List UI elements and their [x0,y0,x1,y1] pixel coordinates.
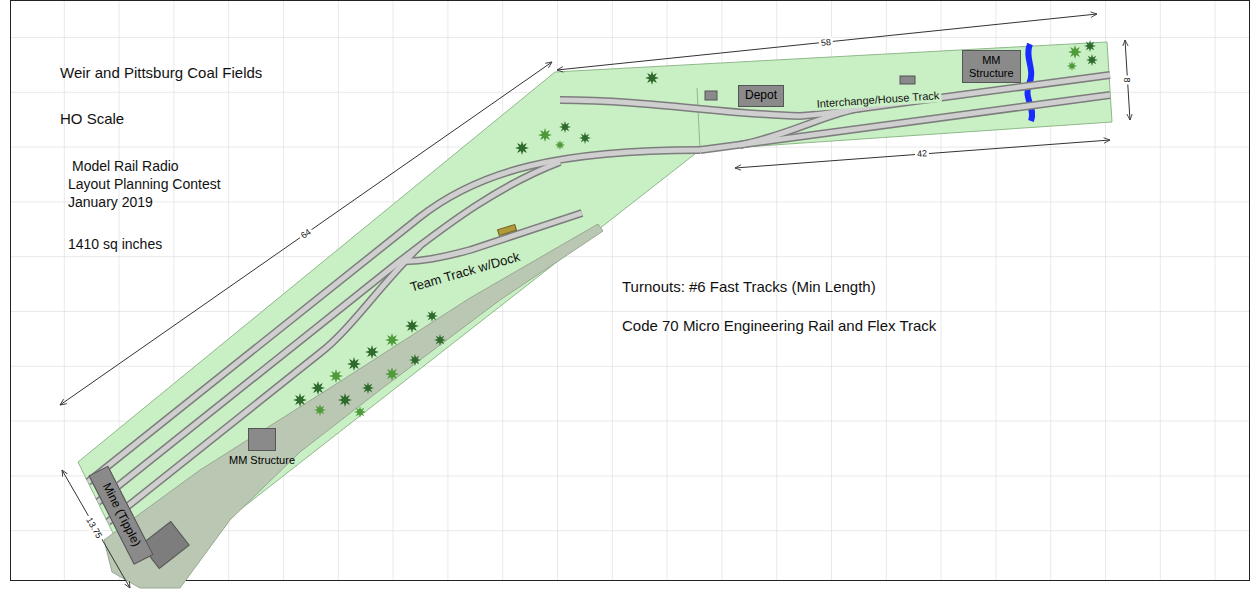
spec-note: Turnouts: #6 Fast Tracks (Min Length) [622,278,876,296]
trees [293,40,1098,418]
small-building [900,76,915,84]
tree [338,393,352,407]
dimension: 58 [818,37,833,49]
depot-building: Depot [738,85,784,107]
tree [385,333,399,347]
contest-note: Model Rail Radio [72,158,179,175]
tree [409,354,421,366]
structure-building: MM Structure [229,428,295,467]
tree [365,345,379,359]
tree [515,141,529,155]
contest-note: Layout Planning Contest [68,176,221,193]
structure-building: MM Structure [962,50,1021,83]
tree [354,406,366,418]
tree [1086,54,1098,66]
tree [426,310,438,322]
contest-note: January 2019 [68,194,153,211]
dimension: 42 [915,148,930,160]
dock [498,224,517,235]
tree [347,357,361,371]
tree [538,128,552,142]
tree [405,319,419,333]
tree [293,393,307,407]
tree [579,132,591,144]
tree [362,382,374,394]
tree [311,381,325,395]
building-label: MM Structure [969,54,1014,79]
scale-note: HO Scale [60,110,124,128]
track-rail [88,75,1110,522]
area-note: 1410 sq inches [68,236,162,253]
tree [314,404,326,416]
track-bed [88,75,1110,522]
tree [385,367,399,381]
spec-note: Code 70 Micro Engineering Rail and Flex … [622,317,936,335]
bench-joint [697,88,700,150]
building-roof [248,428,276,451]
tree [555,140,565,150]
building-label: MM Structure [229,454,295,467]
dimension-lines [60,14,1130,588]
tree [645,71,659,85]
layout-title: Weir and Pittsburg Coal Fields [60,64,262,82]
tree [1067,61,1077,71]
dimension: 8 [1122,75,1133,84]
building-label: Depot [745,89,777,103]
tree [329,369,343,383]
benchwork [78,42,1112,588]
tree [1068,45,1082,59]
small-building [705,91,717,100]
tree [1084,40,1096,52]
tree [559,121,571,133]
tree [434,334,446,346]
